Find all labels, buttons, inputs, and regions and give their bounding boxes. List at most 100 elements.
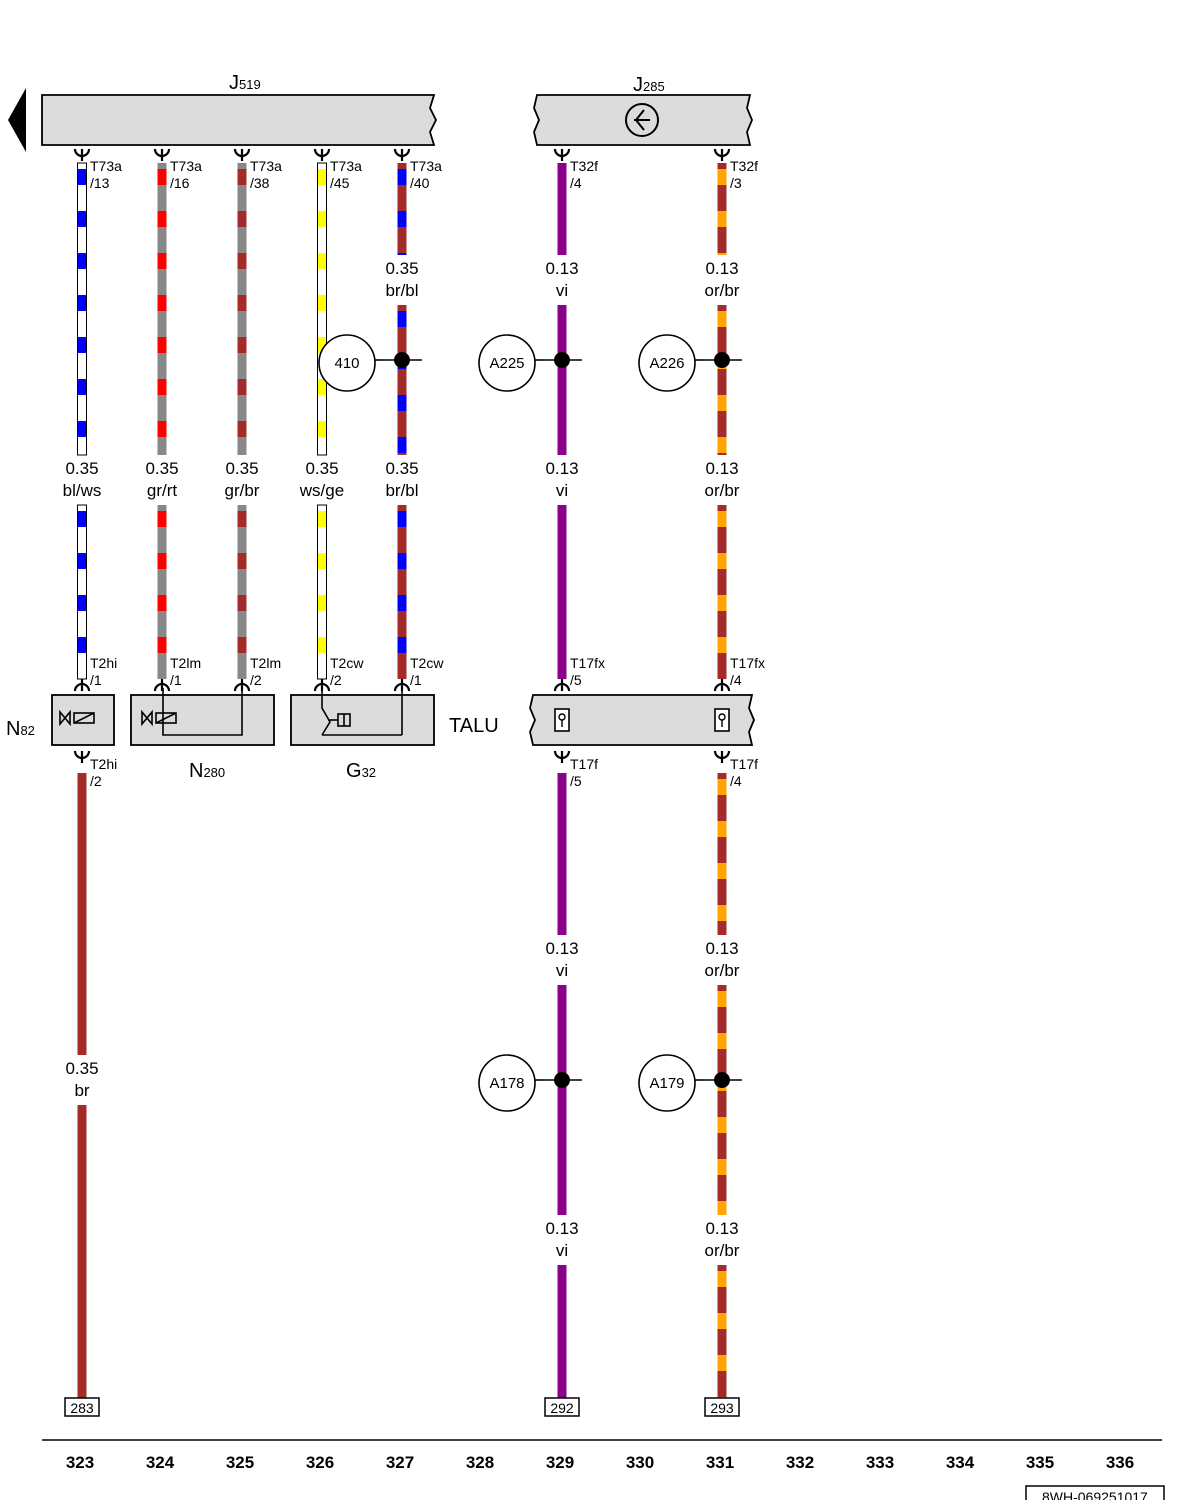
wire-label-gauge: 0.13 xyxy=(545,1219,578,1238)
wire-segment-stripe xyxy=(717,779,727,795)
column-number: 328 xyxy=(466,1453,494,1472)
top-pin-label: T32f/3 xyxy=(730,158,758,191)
ground-symbol-icon xyxy=(625,103,659,137)
wire-segment-stripe xyxy=(717,863,727,879)
wire-segment-stripe xyxy=(237,211,247,227)
connector-pin-icon xyxy=(73,750,91,763)
wire-segment xyxy=(157,505,167,679)
wire-segment xyxy=(397,505,407,679)
wire-segment-stripe xyxy=(717,1355,727,1371)
top-pin-label: T32f/4 xyxy=(570,158,598,191)
n280-component-box xyxy=(130,694,275,746)
wire-segment-stripe xyxy=(397,553,407,569)
n280-label: N280 xyxy=(189,760,225,782)
wire-segment-stripe xyxy=(237,421,247,437)
wire-segment-stripe xyxy=(717,905,727,921)
wire-label-gauge: 0.13 xyxy=(545,939,578,958)
wire-segment-stripe xyxy=(717,1271,727,1287)
connector-pin-icon xyxy=(553,148,571,161)
splice-A226-label: A226 xyxy=(649,355,684,372)
wire-label-gauge: 0.13 xyxy=(545,459,578,478)
wire-segment-stripe xyxy=(237,295,247,311)
wire-segment-stripe xyxy=(237,253,247,269)
splice-A178-label: A178 xyxy=(489,1075,524,1092)
wire-segment-stripe xyxy=(318,637,326,653)
wire-segment-stripe xyxy=(717,311,727,327)
wire-segment-stripe xyxy=(237,595,247,611)
wire-segment-stripe xyxy=(78,553,86,569)
n82-label: N82 xyxy=(6,718,35,740)
wire-segment-stripe xyxy=(717,1313,727,1329)
wire-segment-stripe xyxy=(717,253,727,255)
wire-segment-stripe xyxy=(717,211,727,227)
wire-segment-stripe xyxy=(78,511,86,527)
j519-component-box xyxy=(41,94,438,146)
wire-segment-stripe xyxy=(157,211,167,227)
wire-segment-stripe xyxy=(157,379,167,395)
column-number: 336 xyxy=(1106,1453,1134,1472)
wire-segment-stripe xyxy=(397,511,407,527)
wire-label-color: br/bl xyxy=(385,281,418,300)
ref-box xyxy=(704,1397,740,1417)
footer-code: 8WH-069251017 xyxy=(1042,1489,1148,1500)
splice-A179: A179 xyxy=(638,1054,742,1112)
wire-segment xyxy=(557,1265,567,1398)
wire-segment xyxy=(77,773,87,1055)
wire-segment-stripe xyxy=(78,379,86,395)
wire-label-color: gr/br xyxy=(225,481,260,500)
column-number: 325 xyxy=(226,1453,254,1472)
wire-label-color: ws/ge xyxy=(299,481,344,500)
wire-segment xyxy=(717,985,727,1215)
wire-segment-stripe xyxy=(397,395,407,411)
wire-segment-stripe xyxy=(237,553,247,569)
wire-segment-stripe xyxy=(78,421,86,437)
bottom-pin-label: T2cw/2 xyxy=(330,655,364,688)
wire-segment-stripe xyxy=(717,1033,727,1049)
column-number: 331 xyxy=(706,1453,734,1472)
wire-segment-stripe xyxy=(318,253,326,269)
wire-331: T32f/3T17fx/40.13or/br0.13or/brA226T17f/… xyxy=(638,148,765,1417)
wire-label-gauge: 0.35 xyxy=(65,1059,98,1078)
wire-label-gauge: 0.35 xyxy=(65,459,98,478)
connector-pin-icon xyxy=(313,148,331,161)
wire-segment-stripe xyxy=(318,169,326,185)
connector-pin-icon xyxy=(153,148,171,161)
top-pin-label: T73a/45 xyxy=(330,158,362,191)
wire-segment-stripe xyxy=(717,637,727,653)
wire-segment xyxy=(237,505,247,679)
column-number: 333 xyxy=(866,1453,894,1472)
wire-segment-stripe xyxy=(78,595,86,611)
wire-segment-stripe xyxy=(717,169,727,185)
connector-contact-icon xyxy=(554,708,570,732)
wire-label-color: vi xyxy=(556,481,568,500)
wire-segment-stripe xyxy=(318,421,326,437)
lower-pin-label: T17f/4 xyxy=(730,756,758,789)
bottom-pin-label: T2cw/1 xyxy=(410,655,444,688)
connector-pin-icon xyxy=(233,679,251,692)
splice-A226: A226 xyxy=(638,334,742,392)
connector-pin-icon xyxy=(713,750,731,763)
column-number: 324 xyxy=(146,1453,175,1472)
wire-segment-stripe xyxy=(717,1117,727,1133)
wire-segment-stripe xyxy=(397,637,407,653)
wire-segment-stripe xyxy=(78,253,86,269)
wire-label-gauge: 0.35 xyxy=(145,459,178,478)
splice-A225: A225 xyxy=(478,334,582,392)
connector-pin-icon xyxy=(313,679,331,692)
wire-329: T32f/4T17fx/50.13vi0.13viA225T17f/50.13v… xyxy=(478,148,605,1417)
footer-code-box xyxy=(1025,1485,1165,1500)
wire-segment-stripe xyxy=(237,511,247,527)
wire-label-color: or/br xyxy=(705,1241,740,1260)
wire-segment-stripe xyxy=(237,637,247,653)
switch-symbol-icon xyxy=(321,688,403,736)
wire-segment xyxy=(397,163,407,255)
top-pin-label: T73a/16 xyxy=(170,158,202,191)
connector-pin-icon xyxy=(233,148,251,161)
wire-segment-stripe xyxy=(717,395,727,411)
bottom-pin-label: T2lm/1 xyxy=(170,655,201,688)
wire-segment-stripe xyxy=(157,295,167,311)
